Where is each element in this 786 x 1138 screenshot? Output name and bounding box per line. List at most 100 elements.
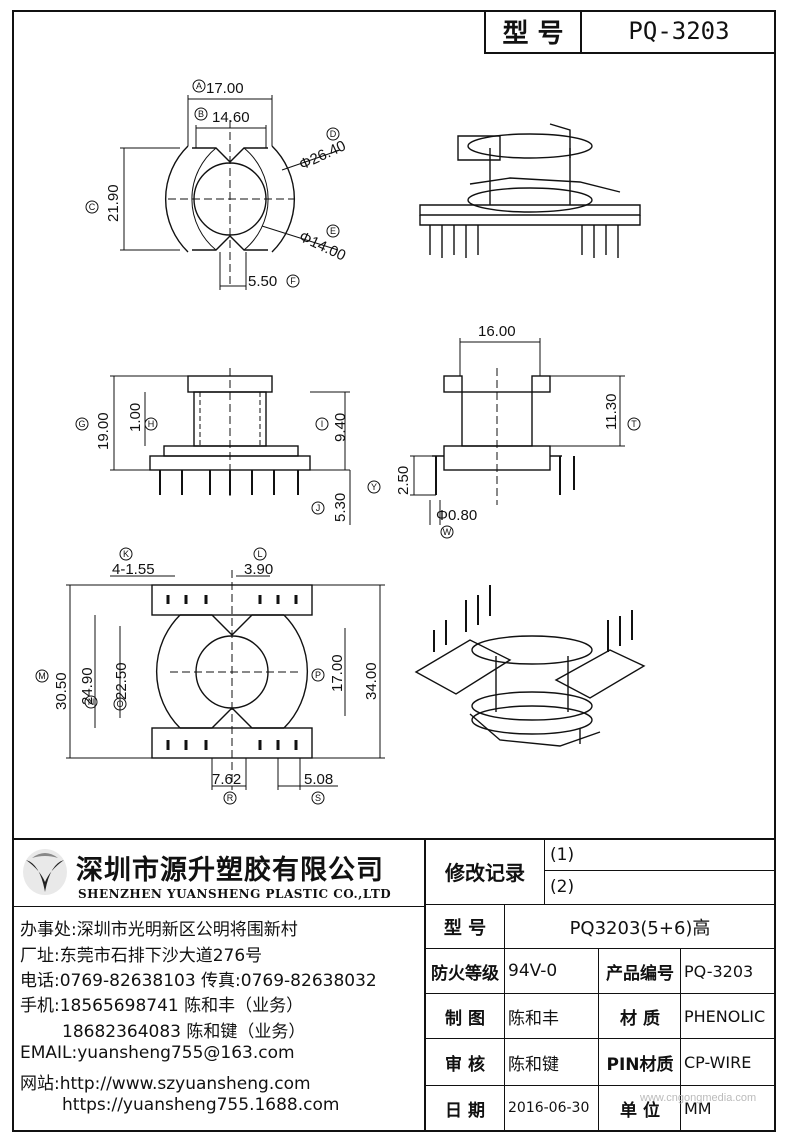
reviewer-value: 陈和键 (508, 1054, 559, 1075)
marker-r: R (227, 793, 234, 803)
reviewer-label: 审 核 (445, 1054, 485, 1075)
dim-k-text: 4-1.55 (112, 561, 155, 578)
date-value: 2016-06-30 (508, 1100, 590, 1116)
dim-m-text: 30.50 (53, 672, 70, 710)
pin-material-value: CP-WIRE (684, 1052, 752, 1072)
title-model-value: PQ-3203 (628, 17, 730, 45)
material-label: 材 质 (620, 1008, 660, 1029)
rev-divider (544, 838, 545, 904)
dim-d-text: Φ26.40 (297, 137, 349, 173)
fire-rating-label: 防火等级 (431, 963, 499, 984)
info-divider (12, 838, 776, 840)
marker-n: N (88, 697, 95, 707)
marker-l: L (257, 549, 262, 559)
dim-t-text: 16.00 (478, 323, 516, 340)
email[interactable]: EMAIL:yuansheng755@163.com (20, 1043, 295, 1063)
marker-g: G (78, 419, 85, 429)
revision-2: (2) (550, 877, 575, 897)
row-divider-5 (424, 1085, 776, 1086)
material-value: PHENOLIC (684, 1006, 766, 1026)
marker-s: S (315, 793, 321, 803)
title-model-label: 型 号 (486, 10, 582, 52)
model-value: PQ3203(5+6)高 (569, 917, 711, 939)
bottom-view (66, 570, 385, 790)
row-divider-2 (424, 948, 776, 949)
title-block: 型 号 PQ-3203 (484, 10, 776, 54)
info-vertical-divider (424, 838, 426, 1132)
side-view (110, 368, 351, 525)
col-divider-2 (598, 948, 599, 1132)
dim-j-text: 5.30 (332, 493, 349, 522)
marker-k: K (123, 549, 129, 559)
marker-p: P (315, 670, 321, 680)
product-no-value: PQ-3203 (684, 961, 754, 981)
office-address: 办事处:深圳市光明新区公明将围新村 (20, 920, 298, 940)
company-name-en: SHENZHEN YUANSHENG PLASTIC CO.,LTD (78, 887, 392, 901)
mobile-1: 手机:18565698741 陈和丰（业务） (20, 996, 304, 1016)
dim-e-text: Φ14.00 (296, 228, 348, 264)
marker-o: O (116, 699, 123, 709)
product-no-label: 产品编号 (606, 963, 674, 984)
dim-g-text: 19.00 (95, 412, 112, 450)
dim-a-text: 17.00 (206, 80, 244, 97)
marker-h: H (148, 419, 155, 429)
unit-label: 单 位 (620, 1100, 660, 1121)
model-label: 型 号 (443, 917, 487, 939)
row-divider-4 (424, 1038, 776, 1039)
fire-rating-value: 94V-0 (508, 961, 558, 981)
drawn-by-label: 制 图 (445, 1008, 485, 1029)
marker-i: I (321, 419, 324, 429)
marker-f: F (290, 276, 296, 286)
drawn-by-value: 陈和丰 (508, 1008, 559, 1029)
marker-w: W (443, 527, 452, 537)
dim-q-text: 34.00 (363, 662, 380, 700)
watermark: www.cngongmedia.com (640, 1092, 757, 1104)
marker-y: Y (371, 482, 377, 492)
dimension-labels: 17.00 14.60 21.90 Φ26.40 Φ14.00 5.50 19.… (53, 80, 620, 788)
marker-c: C (89, 202, 96, 212)
top-view (120, 95, 341, 290)
isometric-view-2 (414, 585, 646, 747)
isometric-view-1 (419, 123, 641, 258)
dim-w-text: Φ0.80 (436, 507, 477, 524)
marker-t: T (631, 419, 637, 429)
front-view (410, 338, 625, 525)
dim-l-text: 3.90 (244, 561, 273, 578)
dim-o-text: 22.50 (113, 662, 130, 700)
unit-value: MM (684, 1098, 712, 1118)
company-logo (20, 846, 70, 898)
website-2[interactable]: https://yuansheng755.1688.com (62, 1095, 340, 1115)
factory-address: 厂址:东莞市石排下沙大道276号 (20, 946, 263, 966)
dim-c-text: 21.90 (105, 184, 122, 222)
revision-1: (1) (550, 845, 575, 865)
row-divider-1 (424, 904, 776, 905)
marker-d: D (330, 129, 337, 139)
dim-f-text: 5.50 (248, 273, 277, 290)
dim-y-text: 2.50 (395, 466, 412, 495)
phone-fax: 电话:0769-82638103 传真:0769-82638032 (20, 971, 377, 991)
col-divider-1 (504, 904, 505, 1132)
dim-p-text: 17.00 (329, 654, 346, 692)
row-divider-3 (424, 993, 776, 994)
dim-h-text: 1.00 (127, 403, 144, 432)
col-divider-3 (680, 948, 681, 1132)
marker-j: J (316, 503, 321, 513)
website-1[interactable]: 网站:http://www.szyuansheng.com (20, 1074, 311, 1094)
marker-a: A (196, 81, 202, 91)
rev-row-divider (544, 870, 776, 871)
company-name-cn: 深圳市源升塑胶有限公司 (76, 855, 384, 886)
dim-r-text: 7.62 (212, 771, 241, 788)
company-divider (12, 906, 424, 907)
marker-m: M (38, 671, 46, 681)
technical-drawing: 17.00 14.60 21.90 Φ26.40 Φ14.00 5.50 19.… (35, 79, 646, 805)
dim-i-text: 9.40 (332, 413, 349, 442)
mobile-2: 18682364083 陈和键（业务） (62, 1022, 306, 1042)
marker-b: B (198, 109, 204, 119)
dim-u-text: 11.30 (603, 394, 620, 430)
marker-e: E (330, 226, 336, 236)
drawing-frame (12, 10, 776, 1132)
dimension-markers: A B C D E F G H I J T U Y W K L M N O P … (35, 79, 641, 805)
date-label: 日 期 (445, 1100, 485, 1121)
pin-material-label: PIN材质 (606, 1054, 674, 1075)
dim-s-text: 5.08 (304, 771, 333, 788)
